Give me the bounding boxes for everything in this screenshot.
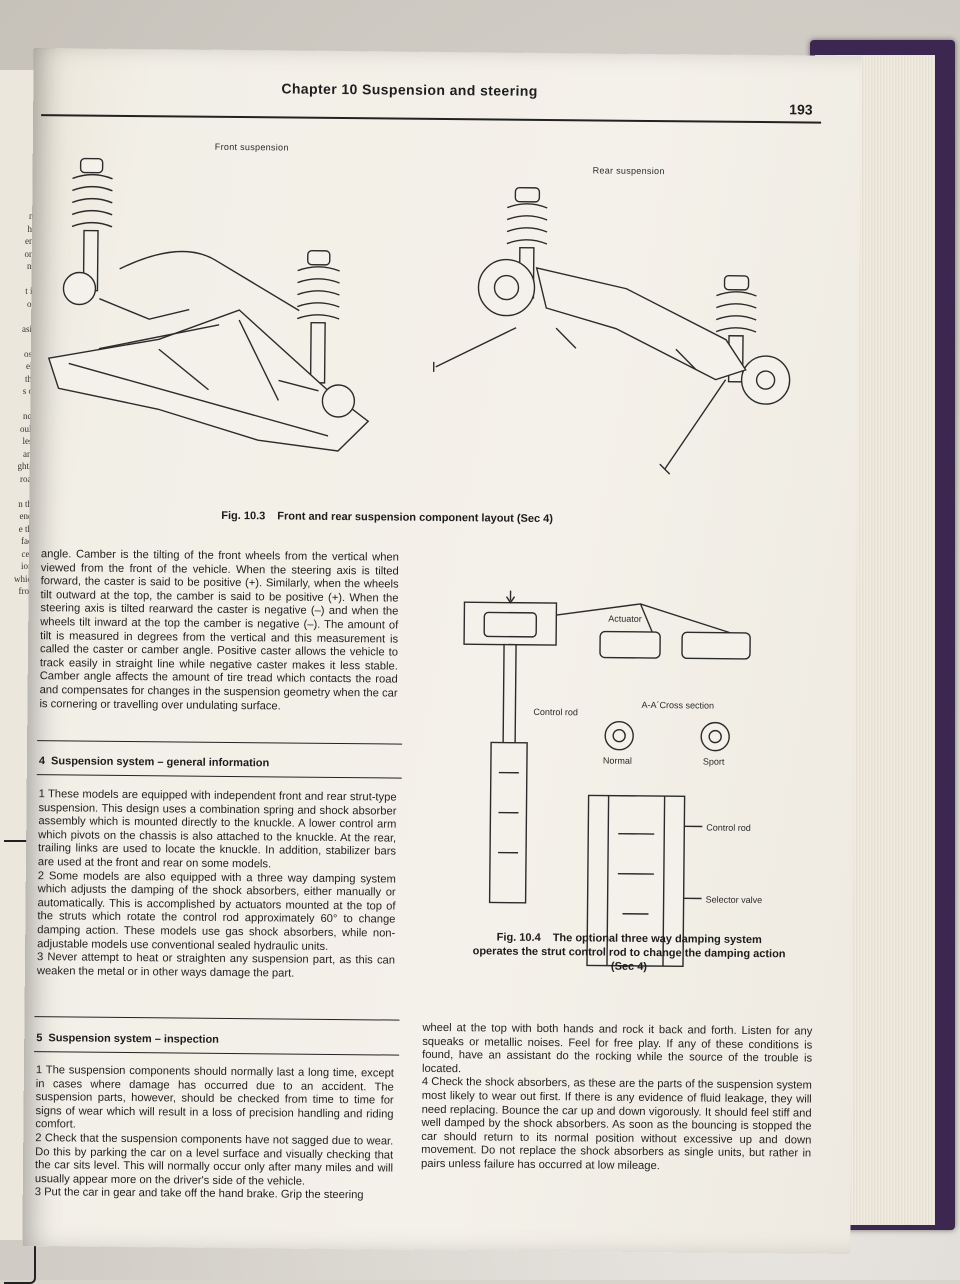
fig-10-3-caption-text: Front and rear suspension component layo…	[277, 510, 554, 526]
fig-10-4-caption-line-1: The optional three way damping system	[552, 932, 762, 947]
section-4-rule	[37, 740, 403, 745]
section-4-body: 1 These models are equipped with indepen…	[37, 788, 397, 982]
fig-10-3-caption: Fig. 10.3 Front and rear suspension compo…	[221, 510, 553, 525]
section-5-rule	[34, 1016, 400, 1021]
section-5-title: Suspension system – inspection	[48, 1032, 220, 1046]
sport-label: Sport	[703, 757, 725, 767]
intro-paragraph: angle. Camber is the tilting of the fron…	[39, 548, 399, 712]
section-4-title: Suspension system – general information	[50, 755, 270, 770]
section-4-paragraph-3: 3 Never attempt to heat or straighten an…	[36, 951, 396, 980]
control-rod-top-label: Control rod	[533, 707, 578, 717]
page-number: 193	[789, 101, 813, 118]
section-4-underline	[36, 774, 402, 779]
actuator-label: Actuator	[608, 614, 642, 624]
right-column-text: wheel at the top with both hands and roc…	[421, 1021, 813, 1173]
fig-10-3-number: Fig. 10.3	[221, 509, 266, 523]
fig-10-4-caption: Fig. 10.4 The optional three way damping …	[449, 930, 809, 975]
section-4-paragraph-2: 2 Some models are also equipped with a t…	[37, 869, 396, 953]
fig-10-4-number: Fig. 10.4	[496, 931, 541, 944]
section-5-body: 1 The suspension components should norma…	[35, 1064, 394, 1203]
chapter-title: Chapter 10 Suspension and steering	[281, 80, 538, 99]
section-5-number: 5	[36, 1032, 43, 1045]
section-4-paragraph-1: 1 These models are equipped with indepen…	[37, 788, 397, 871]
cross-section-label: A-A´Cross section	[641, 700, 714, 711]
front-suspension-drawing	[47, 157, 370, 452]
section-5-paragraph-1: 1 The suspension components should norma…	[35, 1064, 394, 1131]
header-rule	[41, 114, 822, 124]
control-rod-bottom-label: Control rod	[706, 823, 751, 833]
section-5-heading: 5 Suspension system – inspection	[36, 1032, 219, 1046]
section-5-underline	[34, 1051, 400, 1056]
section-5-paragraph-2: 2 Check that the suspension components h…	[34, 1132, 394, 1188]
section-4-heading: 4 Suspension system – general information	[39, 755, 269, 769]
normal-label: Normal	[603, 756, 632, 766]
rear-suspension-label: Rear suspension	[592, 165, 665, 177]
damping-system-diagram: Actuator Control rod A-A´Cross section N…	[463, 590, 763, 968]
section-4-number: 4	[38, 755, 46, 768]
selector-valve-label: Selector valve	[706, 895, 763, 906]
section-5-paragraph-3: 3 Put the car in gear and take off the h…	[34, 1186, 364, 1202]
rear-suspension-drawing	[432, 187, 791, 475]
manual-page: Chapter 10 Suspension and steering 193 F…	[22, 48, 862, 1254]
